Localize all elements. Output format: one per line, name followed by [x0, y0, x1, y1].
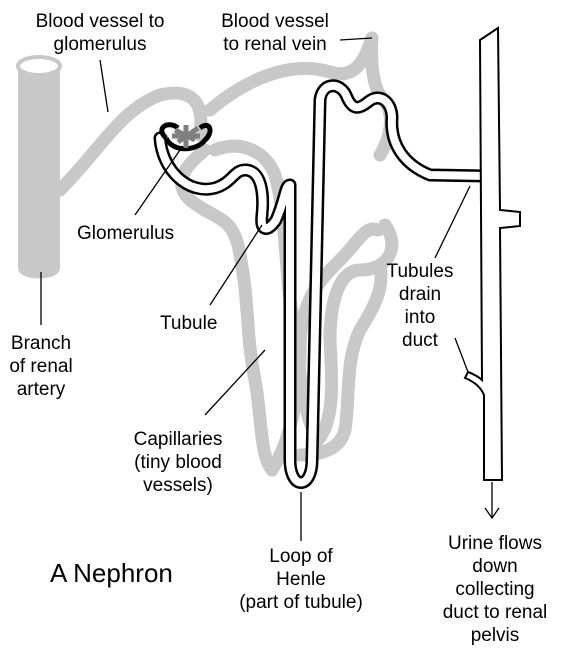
label-line: (part of tubule) — [226, 591, 376, 614]
label-line: Blood vessel — [200, 10, 350, 33]
label-glomerulus: Glomerulus — [77, 222, 174, 245]
pointer-vessel-to-glomerulus — [100, 60, 108, 112]
label-line: pelvis — [425, 624, 565, 647]
label-loop-of-henle: Loop of Henle (part of tubule) — [226, 545, 376, 614]
label-line: vessels) — [118, 474, 238, 497]
label-vessel-to-renal-vein: Blood vessel to renal vein — [200, 10, 350, 56]
label-line: Blood vessel to — [20, 10, 180, 33]
blood-vessels — [60, 38, 392, 470]
label-branch-of-renal-artery: Branch of renal artery — [2, 332, 80, 401]
label-line: duct — [375, 329, 465, 352]
label-line: glomerulus — [20, 33, 180, 56]
label-line: Loop of — [226, 545, 376, 568]
label-line: artery — [2, 378, 80, 401]
label-vessel-to-glomerulus: Blood vessel to glomerulus — [20, 10, 180, 56]
label-line: of renal — [2, 355, 80, 378]
label-line: into — [375, 306, 465, 329]
label-urine-flows: Urine flows down collecting duct to rena… — [425, 532, 565, 647]
diagram-title: A Nephron — [50, 558, 173, 588]
label-line: Capillaries — [118, 428, 238, 451]
renal-artery-branch — [18, 57, 60, 279]
label-line: down — [425, 555, 565, 578]
pointer-glomerulus — [135, 150, 180, 215]
label-line: drain — [375, 283, 465, 306]
label-line: duct to renal — [425, 601, 565, 624]
pointer-tubules-drain — [435, 186, 470, 258]
label-line: (tiny blood — [118, 451, 238, 474]
label-line: collecting — [425, 578, 565, 601]
label-line: to renal vein — [200, 33, 350, 56]
collecting-duct — [465, 28, 520, 480]
label-line: Tubules — [375, 260, 465, 283]
label-line: Urine flows — [425, 532, 565, 555]
label-capillaries: Capillaries (tiny blood vessels) — [118, 428, 238, 497]
label-tubules-drain: Tubules drain into duct — [375, 260, 465, 352]
label-tubule: Tubule — [160, 312, 217, 335]
label-line: Branch — [2, 332, 80, 355]
label-line: Henle — [226, 568, 376, 591]
